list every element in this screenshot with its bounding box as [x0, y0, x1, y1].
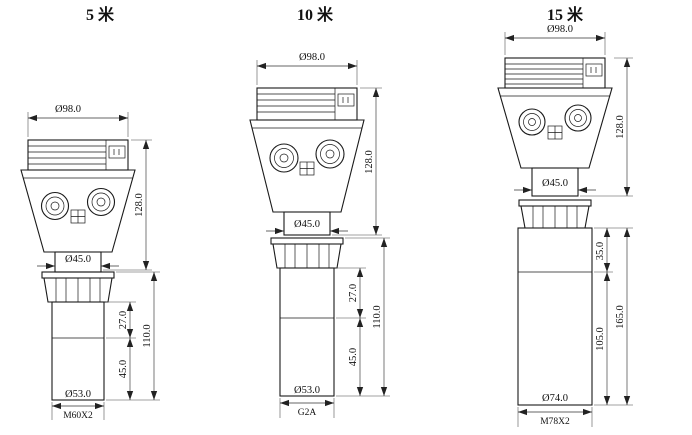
dim-lower-segment-label: 45.0 — [118, 360, 129, 378]
dim-top-diameter-label: Ø98.0 — [547, 24, 573, 35]
neck — [531, 167, 579, 197]
housing — [249, 87, 365, 213]
dim-lower-segment: 45.0 — [348, 318, 364, 396]
cable-gland-right — [86, 187, 116, 217]
sensor-drawing-15m: 15 米 — [497, 5, 633, 427]
dim-lower-segment-label: 45.0 — [348, 348, 359, 366]
dim-neck-diameter: Ø45.0 — [266, 219, 348, 235]
dim-total-lower-label: 110.0 — [372, 305, 383, 328]
housing — [20, 139, 136, 253]
figure-title: 5 米 — [86, 5, 115, 24]
cable-gland-left — [40, 191, 70, 221]
transducer-cylinder — [517, 227, 593, 406]
dim-housing-height: 128.0 — [103, 139, 152, 271]
dim-total-lower: 110.0 — [345, 237, 390, 396]
figure-15m: 15 米 — [455, 0, 690, 435]
cable-gland-left — [518, 108, 546, 136]
flange — [270, 237, 344, 269]
terminal-block — [70, 209, 86, 224]
dim-upper-segment: 27.0 — [106, 301, 160, 401]
transducer-cylinder — [51, 301, 105, 401]
dim-bottom-diameter-label: Ø74.0 — [542, 393, 568, 404]
dim-upper-segment-label: 35.0 — [595, 242, 606, 260]
dim-housing-height-label: 128.0 — [615, 115, 626, 139]
figure-5m: 5 米 — [8, 0, 230, 435]
figure-title: 15 米 — [547, 5, 584, 24]
dim-top-diameter: Ø98.0 — [27, 104, 129, 137]
dim-housing-height: 128.0 — [580, 57, 633, 197]
thread-spec-label: M60X2 — [63, 411, 93, 421]
dim-bottom-diameter-label: Ø53.0 — [294, 385, 320, 396]
dim-neck-diameter-label: Ø45.0 — [542, 178, 568, 189]
dim-bottom-diameter: Ø74.0 M78X2 — [517, 393, 593, 427]
flange — [518, 199, 592, 229]
dim-total-lower-label: 110.0 — [142, 324, 153, 347]
dim-lower-segment-label: 105.0 — [595, 327, 606, 351]
cable-gland-right — [564, 104, 592, 132]
dim-neck-diameter: Ø45.0 — [37, 254, 119, 270]
dim-neck-diameter-label: Ø45.0 — [294, 219, 320, 230]
dim-lower-segment: 45.0 — [118, 338, 134, 400]
dim-upper-segment-label: 27.0 — [348, 284, 359, 302]
dim-total-lower-label: 165.0 — [615, 305, 626, 329]
cable-gland-right — [315, 139, 345, 169]
flange — [41, 271, 115, 303]
terminal-block — [547, 125, 563, 140]
dim-bottom-diameter: Ø53.0 G2A — [279, 385, 335, 418]
dim-top-diameter-label: Ø98.0 — [299, 52, 325, 63]
dim-upper-segment: 27.0 — [336, 267, 390, 397]
figure-10m: 10 米 — [232, 0, 454, 435]
terminal-block — [299, 161, 315, 176]
figure-title: 10 米 — [297, 5, 334, 24]
dim-upper-segment-label: 27.0 — [118, 311, 129, 329]
thread-spec-label: M78X2 — [540, 417, 570, 427]
dim-bottom-diameter-label: Ø53.0 — [65, 389, 91, 400]
dim-bottom-diameter: Ø53.0 M60X2 — [51, 389, 105, 421]
dim-top-diameter: Ø98.0 — [504, 24, 606, 55]
sensor-drawing-5m: 5 米 — [20, 5, 160, 421]
dim-total-lower: 110.0 — [116, 271, 160, 400]
cable-gland-left — [269, 143, 299, 173]
dim-housing-height-label: 128.0 — [134, 193, 145, 217]
transducer-cylinder — [279, 267, 335, 397]
dim-housing-height: 128.0 — [332, 87, 382, 236]
dim-housing-height-label: 128.0 — [364, 150, 375, 174]
thread-spec-label: G2A — [298, 408, 317, 418]
sensor-drawing-10m: 10 米 — [249, 5, 390, 418]
dim-lower-segment: 105.0 — [595, 272, 611, 405]
dim-top-diameter: Ø98.0 — [256, 52, 358, 85]
dim-neck-diameter: Ø45.0 — [514, 178, 596, 194]
neck — [283, 211, 331, 236]
dim-neck-diameter-label: Ø45.0 — [65, 254, 91, 265]
dim-top-diameter-label: Ø98.0 — [55, 104, 81, 115]
dim-total-lower: 165.0 — [615, 228, 631, 405]
housing — [497, 57, 613, 169]
